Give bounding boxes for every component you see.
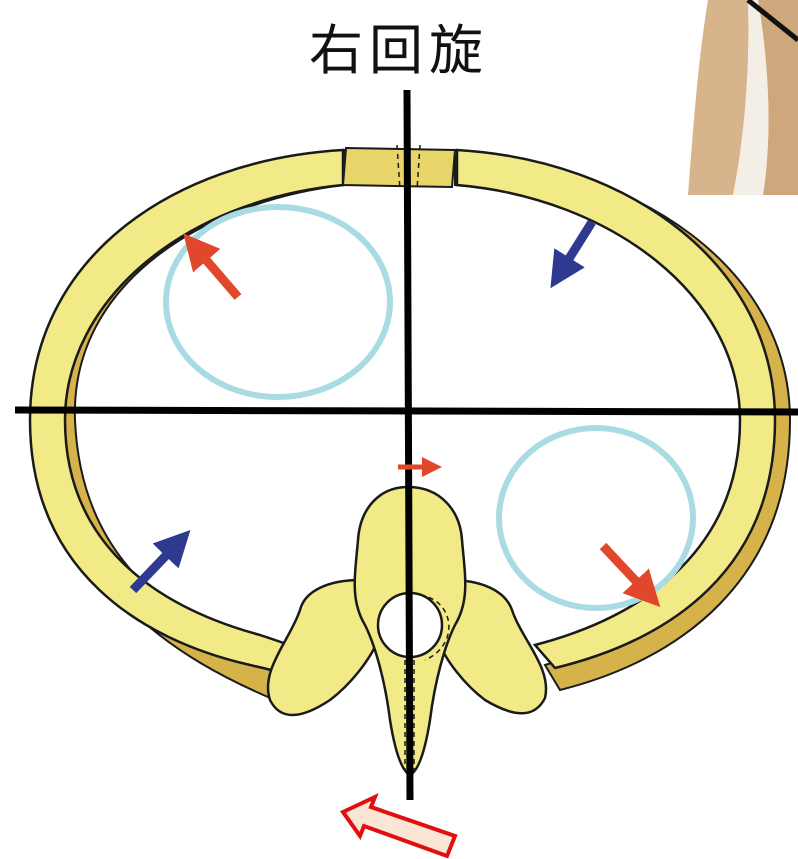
vertical-axis bbox=[407, 90, 410, 800]
circle-upper-left bbox=[166, 207, 390, 397]
horizontal-axis bbox=[15, 410, 798, 412]
arrow-red-upper-left bbox=[195, 247, 238, 297]
circle-lower-right bbox=[499, 428, 693, 608]
arm-photo bbox=[688, 0, 798, 200]
arrow-blue-lower-left bbox=[133, 543, 178, 590]
arrow-red-lower-right bbox=[603, 546, 648, 594]
arrow-blue-upper-right bbox=[560, 222, 592, 273]
rib-left bbox=[30, 150, 343, 685]
rotation-arrow-icon bbox=[343, 797, 455, 856]
